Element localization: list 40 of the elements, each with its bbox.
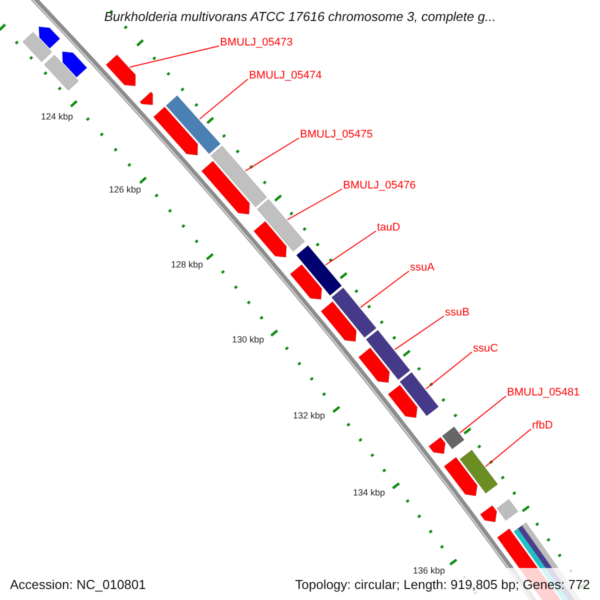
gene-segment xyxy=(166,95,221,154)
gene-segment xyxy=(459,450,498,494)
tick-label: 136 kbp xyxy=(412,566,446,576)
leader-line xyxy=(394,316,444,350)
gene-label: BMULJ_05473 xyxy=(220,36,293,50)
gene-segment xyxy=(210,145,268,208)
map-title: Burkholderia multivorans ATCC 17616 chromosome 3, complete g... xyxy=(103,9,497,24)
tick-label: 124 kbp xyxy=(40,112,74,122)
tick-label: 128 kbp xyxy=(170,260,204,270)
leader-line xyxy=(244,138,300,172)
tick-label: 126 kbp xyxy=(108,184,142,196)
leader-line xyxy=(360,270,410,308)
tick-label: 134 kbp xyxy=(352,488,386,498)
tick-label: 132 kbp xyxy=(292,410,326,422)
leader-line xyxy=(286,188,342,220)
gene-segment xyxy=(366,330,410,380)
gene-label: BMULJ_05476 xyxy=(343,180,416,192)
leader-line xyxy=(325,230,376,266)
gene-label: rfbD xyxy=(532,420,553,432)
gene-segment xyxy=(296,245,342,296)
gene-segment xyxy=(256,198,306,252)
footer-text: Topology: circular; Length: 919,805 bp; Genes: 772 xyxy=(295,577,590,592)
gene-label: ssuB xyxy=(445,306,470,320)
leader-line xyxy=(459,396,506,434)
gene-label: tauD xyxy=(377,222,400,234)
leader-line xyxy=(425,352,472,390)
gene-label: BMULJ_05474 xyxy=(249,70,322,82)
gene-label: BMULJ_05481 xyxy=(507,386,580,400)
leader-line xyxy=(199,78,248,120)
leader-line xyxy=(129,46,220,68)
gene-segment xyxy=(442,426,465,450)
gene-label: BMULJ_05475 xyxy=(300,128,373,142)
gene-label: ssuC xyxy=(473,342,498,356)
leader-line xyxy=(485,428,532,467)
gene-label: ssuA xyxy=(410,262,434,274)
gene-segment xyxy=(331,287,377,338)
footer-text: Accession: NC_010801 xyxy=(10,577,146,592)
gene-segment xyxy=(106,54,136,86)
gene-segment xyxy=(399,372,439,416)
tick-label: 130 kbp xyxy=(232,334,264,346)
